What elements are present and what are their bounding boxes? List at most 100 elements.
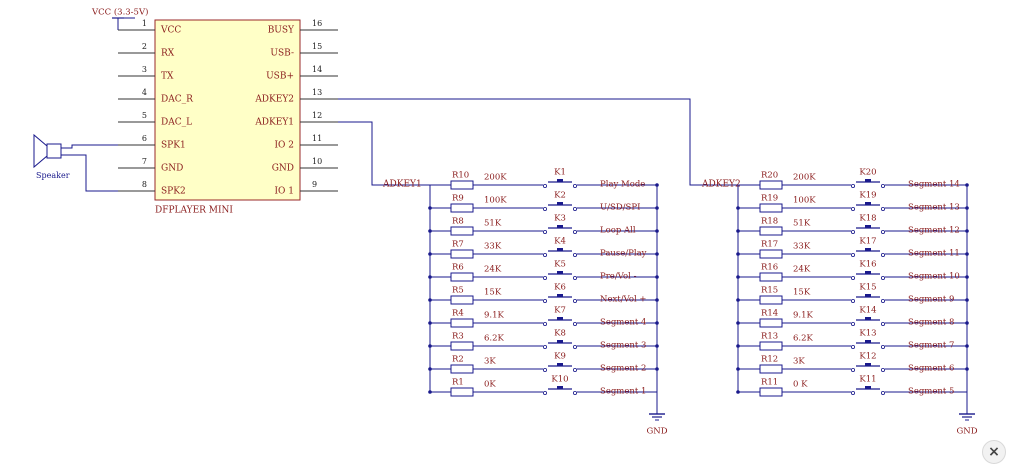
switch-label-k1: K1 bbox=[554, 168, 566, 178]
resistor-label-r4: R4 bbox=[452, 309, 464, 319]
pin-number-11: 11 bbox=[312, 134, 322, 143]
resistor-value-r8: 51K bbox=[484, 219, 502, 229]
speaker-cone bbox=[33, 133, 48, 169]
speaker-label: Speaker bbox=[36, 171, 70, 180]
switch-button-k1 bbox=[557, 179, 563, 182]
pin-number-5: 5 bbox=[142, 111, 147, 120]
switch-contact-k18 bbox=[881, 229, 886, 234]
pin-label-adkey1: ADKEY1 bbox=[254, 118, 294, 128]
vcc-label: VCC (3.3-5V) bbox=[91, 7, 148, 18]
resistor-value-r20: 200K bbox=[793, 173, 816, 183]
switch-contact-k17 bbox=[851, 252, 856, 257]
switch-contact-k2 bbox=[543, 206, 548, 211]
resistor-r19 bbox=[759, 203, 783, 213]
switch-contact-k20 bbox=[851, 183, 856, 188]
resistor-r17 bbox=[759, 249, 783, 259]
function-label-k14: Segment 8 bbox=[908, 318, 954, 328]
function-label-k10: Segment 1 bbox=[600, 387, 646, 397]
resistor-value-r19: 100K bbox=[793, 196, 816, 206]
switch-contact-k16 bbox=[881, 275, 886, 280]
gnd-label-2: GND bbox=[956, 427, 977, 437]
resistor-r9 bbox=[450, 203, 474, 213]
switch-label-k6: K6 bbox=[554, 283, 566, 293]
function-label-k15: Segment 9 bbox=[908, 295, 954, 305]
ic-name-label: DFPLAYER MINI bbox=[155, 206, 233, 216]
switch-contact-k10 bbox=[573, 390, 578, 395]
speaker-magnet bbox=[46, 143, 62, 159]
switch-button-k17 bbox=[865, 248, 871, 251]
switch-contact-k1 bbox=[543, 183, 548, 188]
resistor-label-r13: R13 bbox=[761, 332, 778, 342]
junction-dot bbox=[965, 206, 969, 210]
switch-contact-k13 bbox=[881, 344, 886, 349]
junction-dot bbox=[965, 275, 969, 279]
switch-contact-k14 bbox=[881, 321, 886, 326]
pin-label-rx: RX bbox=[161, 49, 175, 59]
resistor-value-r5: 15K bbox=[484, 288, 502, 298]
pin-number-10: 10 bbox=[312, 157, 322, 166]
resistor-value-r15: 15K bbox=[793, 288, 811, 298]
junction-dot bbox=[655, 206, 659, 210]
resistor-value-r13: 6.2K bbox=[793, 334, 814, 344]
switch-button-k10 bbox=[557, 386, 563, 389]
resistor-value-r7: 33K bbox=[484, 242, 502, 252]
resistor-label-r9: R9 bbox=[452, 194, 464, 204]
switch-contact-k19 bbox=[851, 206, 856, 211]
switch-contact-k12 bbox=[881, 367, 886, 372]
switch-label-k2: K2 bbox=[554, 191, 566, 201]
pin-label-usb-: USB- bbox=[270, 49, 294, 59]
pin-label-spk2: SPK2 bbox=[161, 187, 186, 197]
function-label-k20: Segment 14 bbox=[908, 180, 960, 190]
resistor-r20 bbox=[759, 180, 783, 190]
pin-label-spk1: SPK1 bbox=[161, 141, 186, 151]
junction-dot bbox=[965, 367, 969, 371]
resistor-value-r17: 33K bbox=[793, 242, 811, 252]
switch-contact-k7 bbox=[573, 321, 578, 326]
switch-contact-k1 bbox=[573, 183, 578, 188]
pin-number-14: 14 bbox=[312, 65, 322, 74]
switch-button-k6 bbox=[557, 294, 563, 297]
switch-label-k9: K9 bbox=[554, 352, 566, 362]
switch-button-k7 bbox=[557, 317, 563, 320]
function-label-k3: Loop All bbox=[600, 226, 636, 236]
switch-label-k7: K7 bbox=[554, 306, 566, 316]
function-label-k1: Play Mode bbox=[600, 180, 645, 190]
close-button[interactable]: × bbox=[982, 440, 1006, 464]
resistor-value-r4: 9.1K bbox=[484, 311, 505, 321]
switch-button-k16 bbox=[865, 271, 871, 274]
pin-label-dac-l: DAC_L bbox=[161, 118, 192, 128]
resistor-r2 bbox=[450, 364, 474, 374]
switch-label-k17: K17 bbox=[859, 237, 876, 247]
switch-contact-k3 bbox=[573, 229, 578, 234]
switch-contact-k12 bbox=[851, 367, 856, 372]
resistor-value-r3: 6.2K bbox=[484, 334, 505, 344]
switch-contact-k15 bbox=[851, 298, 856, 303]
vcc-wire bbox=[117, 17, 135, 30]
function-label-k19: Segment 13 bbox=[908, 203, 960, 213]
resistor-value-r11: 0 K bbox=[793, 380, 808, 390]
pin-label-dac-r: DAC_R bbox=[161, 95, 193, 105]
function-label-k5: Pre/Vol - bbox=[600, 272, 637, 282]
junction-dot bbox=[655, 298, 659, 302]
function-label-k12: Segment 6 bbox=[908, 364, 954, 374]
pin-number-15: 15 bbox=[312, 42, 322, 51]
switch-contact-k18 bbox=[851, 229, 856, 234]
resistor-r8 bbox=[450, 226, 474, 236]
resistor-value-r18: 51K bbox=[793, 219, 811, 229]
junction-dot bbox=[965, 183, 969, 187]
switch-contact-k10 bbox=[543, 390, 548, 395]
switch-contact-k19 bbox=[881, 206, 886, 211]
pin-number-12: 12 bbox=[312, 111, 322, 120]
resistor-value-r6: 24K bbox=[484, 265, 502, 275]
function-label-k6: Next/Vol + bbox=[600, 295, 647, 305]
resistor-label-r2: R2 bbox=[452, 355, 464, 365]
resistor-label-r6: R6 bbox=[452, 263, 464, 273]
resistor-value-r2: 3K bbox=[484, 357, 496, 367]
resistor-label-r19: R19 bbox=[761, 194, 778, 204]
switch-button-k12 bbox=[865, 363, 871, 366]
pin-number-7: 7 bbox=[142, 157, 147, 166]
switch-contact-k11 bbox=[881, 390, 886, 395]
resistor-label-r3: R3 bbox=[452, 332, 464, 342]
switch-contact-k3 bbox=[543, 229, 548, 234]
